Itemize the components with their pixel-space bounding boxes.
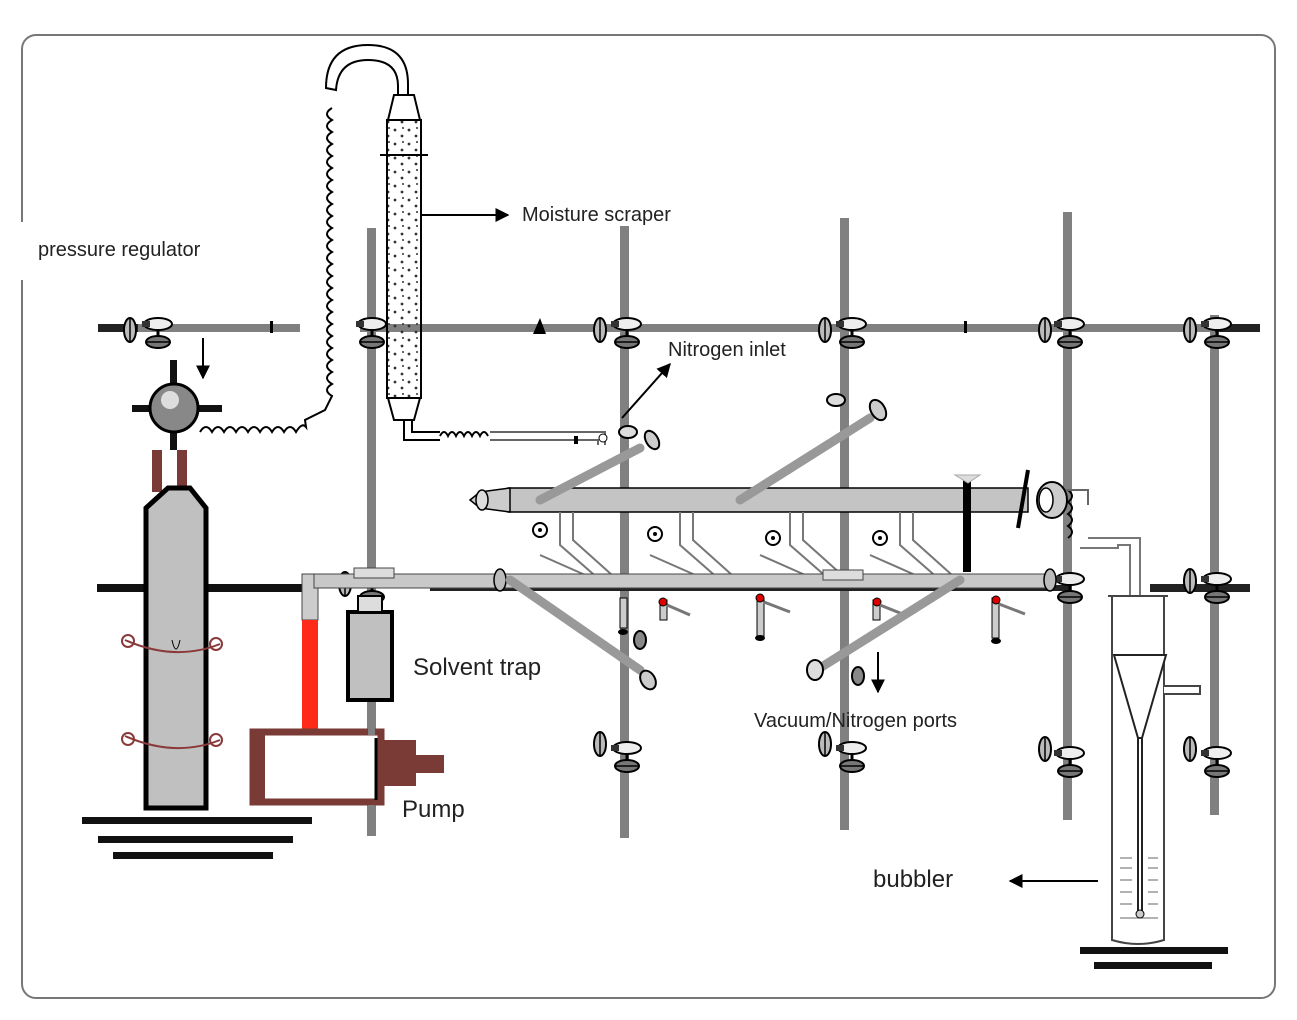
coil-tubing	[199, 107, 334, 434]
label-moisture-scraper: Moisture scraper	[522, 204, 671, 226]
label-vacuum-nitrogen-ports: Vacuum/Nitrogen ports	[754, 710, 957, 732]
diagonal-stopcocks	[505, 393, 965, 691]
solvent-trap	[346, 595, 394, 735]
horizontal-rods	[97, 324, 1260, 592]
label-nitrogen-inlet: Nitrogen inlet	[668, 339, 786, 361]
vacuum-nitrogen-port-tubes	[618, 593, 1026, 644]
moisture-scraper	[324, 43, 608, 445]
label-bubbler: bubbler	[873, 866, 953, 893]
pressure-regulator	[132, 360, 222, 450]
gas-cylinder	[82, 450, 312, 859]
figure-frame	[21, 34, 1276, 999]
pump-assembly	[249, 620, 444, 835]
bubbler	[1080, 537, 1228, 969]
manifold-connectors	[539, 512, 953, 581]
upper-manifold	[468, 469, 1089, 572]
lower-manifold	[301, 567, 1057, 621]
label-solvent-trap: Solvent trap	[413, 654, 541, 681]
label-pressure-regulator: pressure regulator	[38, 239, 201, 261]
support-rods	[367, 212, 1219, 838]
valve-dots	[532, 522, 888, 546]
label-pump: Pump	[402, 796, 465, 823]
